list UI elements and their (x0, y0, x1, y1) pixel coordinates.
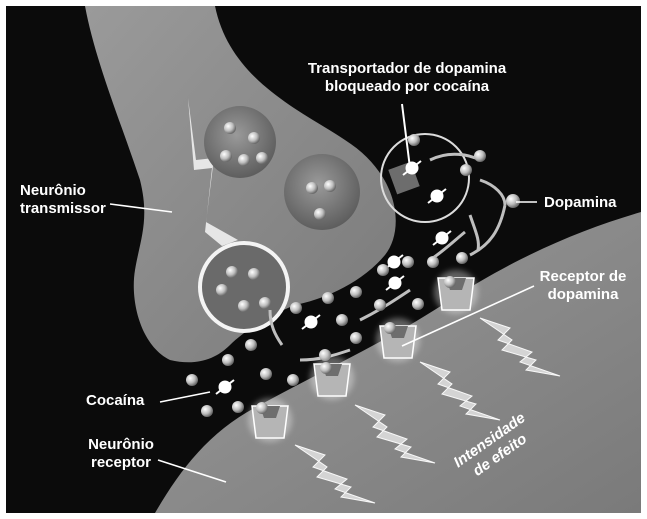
vesicle (204, 106, 276, 178)
fusing-vesicle (200, 243, 288, 331)
cocaine-label: Cocaína (86, 392, 144, 410)
receptor-label: Receptor de dopamina (528, 268, 638, 304)
transporter-label: Transportador de dopamina bloqueado por … (286, 60, 528, 96)
dopamine-label: Dopamina (544, 194, 617, 212)
transmitter-neuron-label: Neurônio transmissor (20, 182, 106, 218)
receiver-neuron-label: Neurônio receptor (76, 436, 166, 472)
